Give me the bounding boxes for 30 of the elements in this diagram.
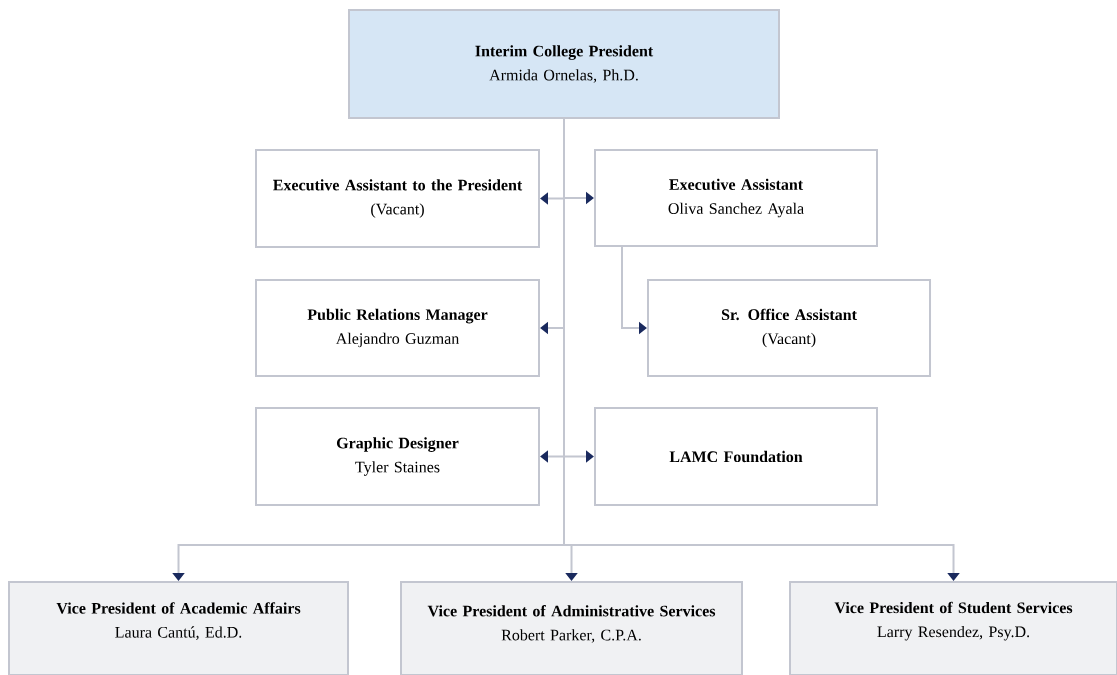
org-box — [255, 279, 540, 377]
position-title: Vice President of Administrative Services — [427, 605, 716, 617]
position-title: Vice President of Student Services — [834, 601, 1073, 614]
position-title: Public Relations Manager — [307, 308, 488, 324]
org-box — [594, 149, 878, 247]
person-name: (Vacant) — [371, 203, 424, 218]
org-box — [400, 581, 743, 675]
person-name: Laura Cantú, Ed.D. — [115, 626, 242, 640]
person-name: Oliva Sanchez Ayala — [668, 202, 804, 218]
person-name: Armida Ornelas, Ph.D. — [489, 69, 638, 83]
org-box — [255, 149, 540, 248]
position-title: Graphic Designer — [336, 437, 459, 452]
connector — [563, 118, 960, 581]
org-box — [594, 407, 878, 506]
position-title: LAMC Foundation — [669, 450, 803, 463]
position-title: Sr. Office Assistant — [721, 308, 857, 321]
person-name: Larry Resendez, Psy.D. — [877, 625, 1030, 641]
org-box — [348, 9, 780, 119]
person-name: (Vacant) — [762, 332, 816, 348]
person-name: Alejandro Guzman — [335, 332, 459, 348]
org-box — [789, 581, 1117, 675]
position-title: Executive Assistant — [669, 178, 804, 190]
position-title: Executive Assistant to the President — [273, 179, 523, 191]
position-title: Interim College President — [475, 45, 654, 60]
person-name: Tyler Staines — [355, 461, 440, 476]
org-box — [255, 407, 540, 506]
org-box — [8, 581, 349, 675]
position-title: Vice President of Academic Affairs — [56, 602, 301, 614]
person-name: Robert Parker, C.P.A. — [501, 629, 641, 643]
org-box — [647, 279, 931, 377]
